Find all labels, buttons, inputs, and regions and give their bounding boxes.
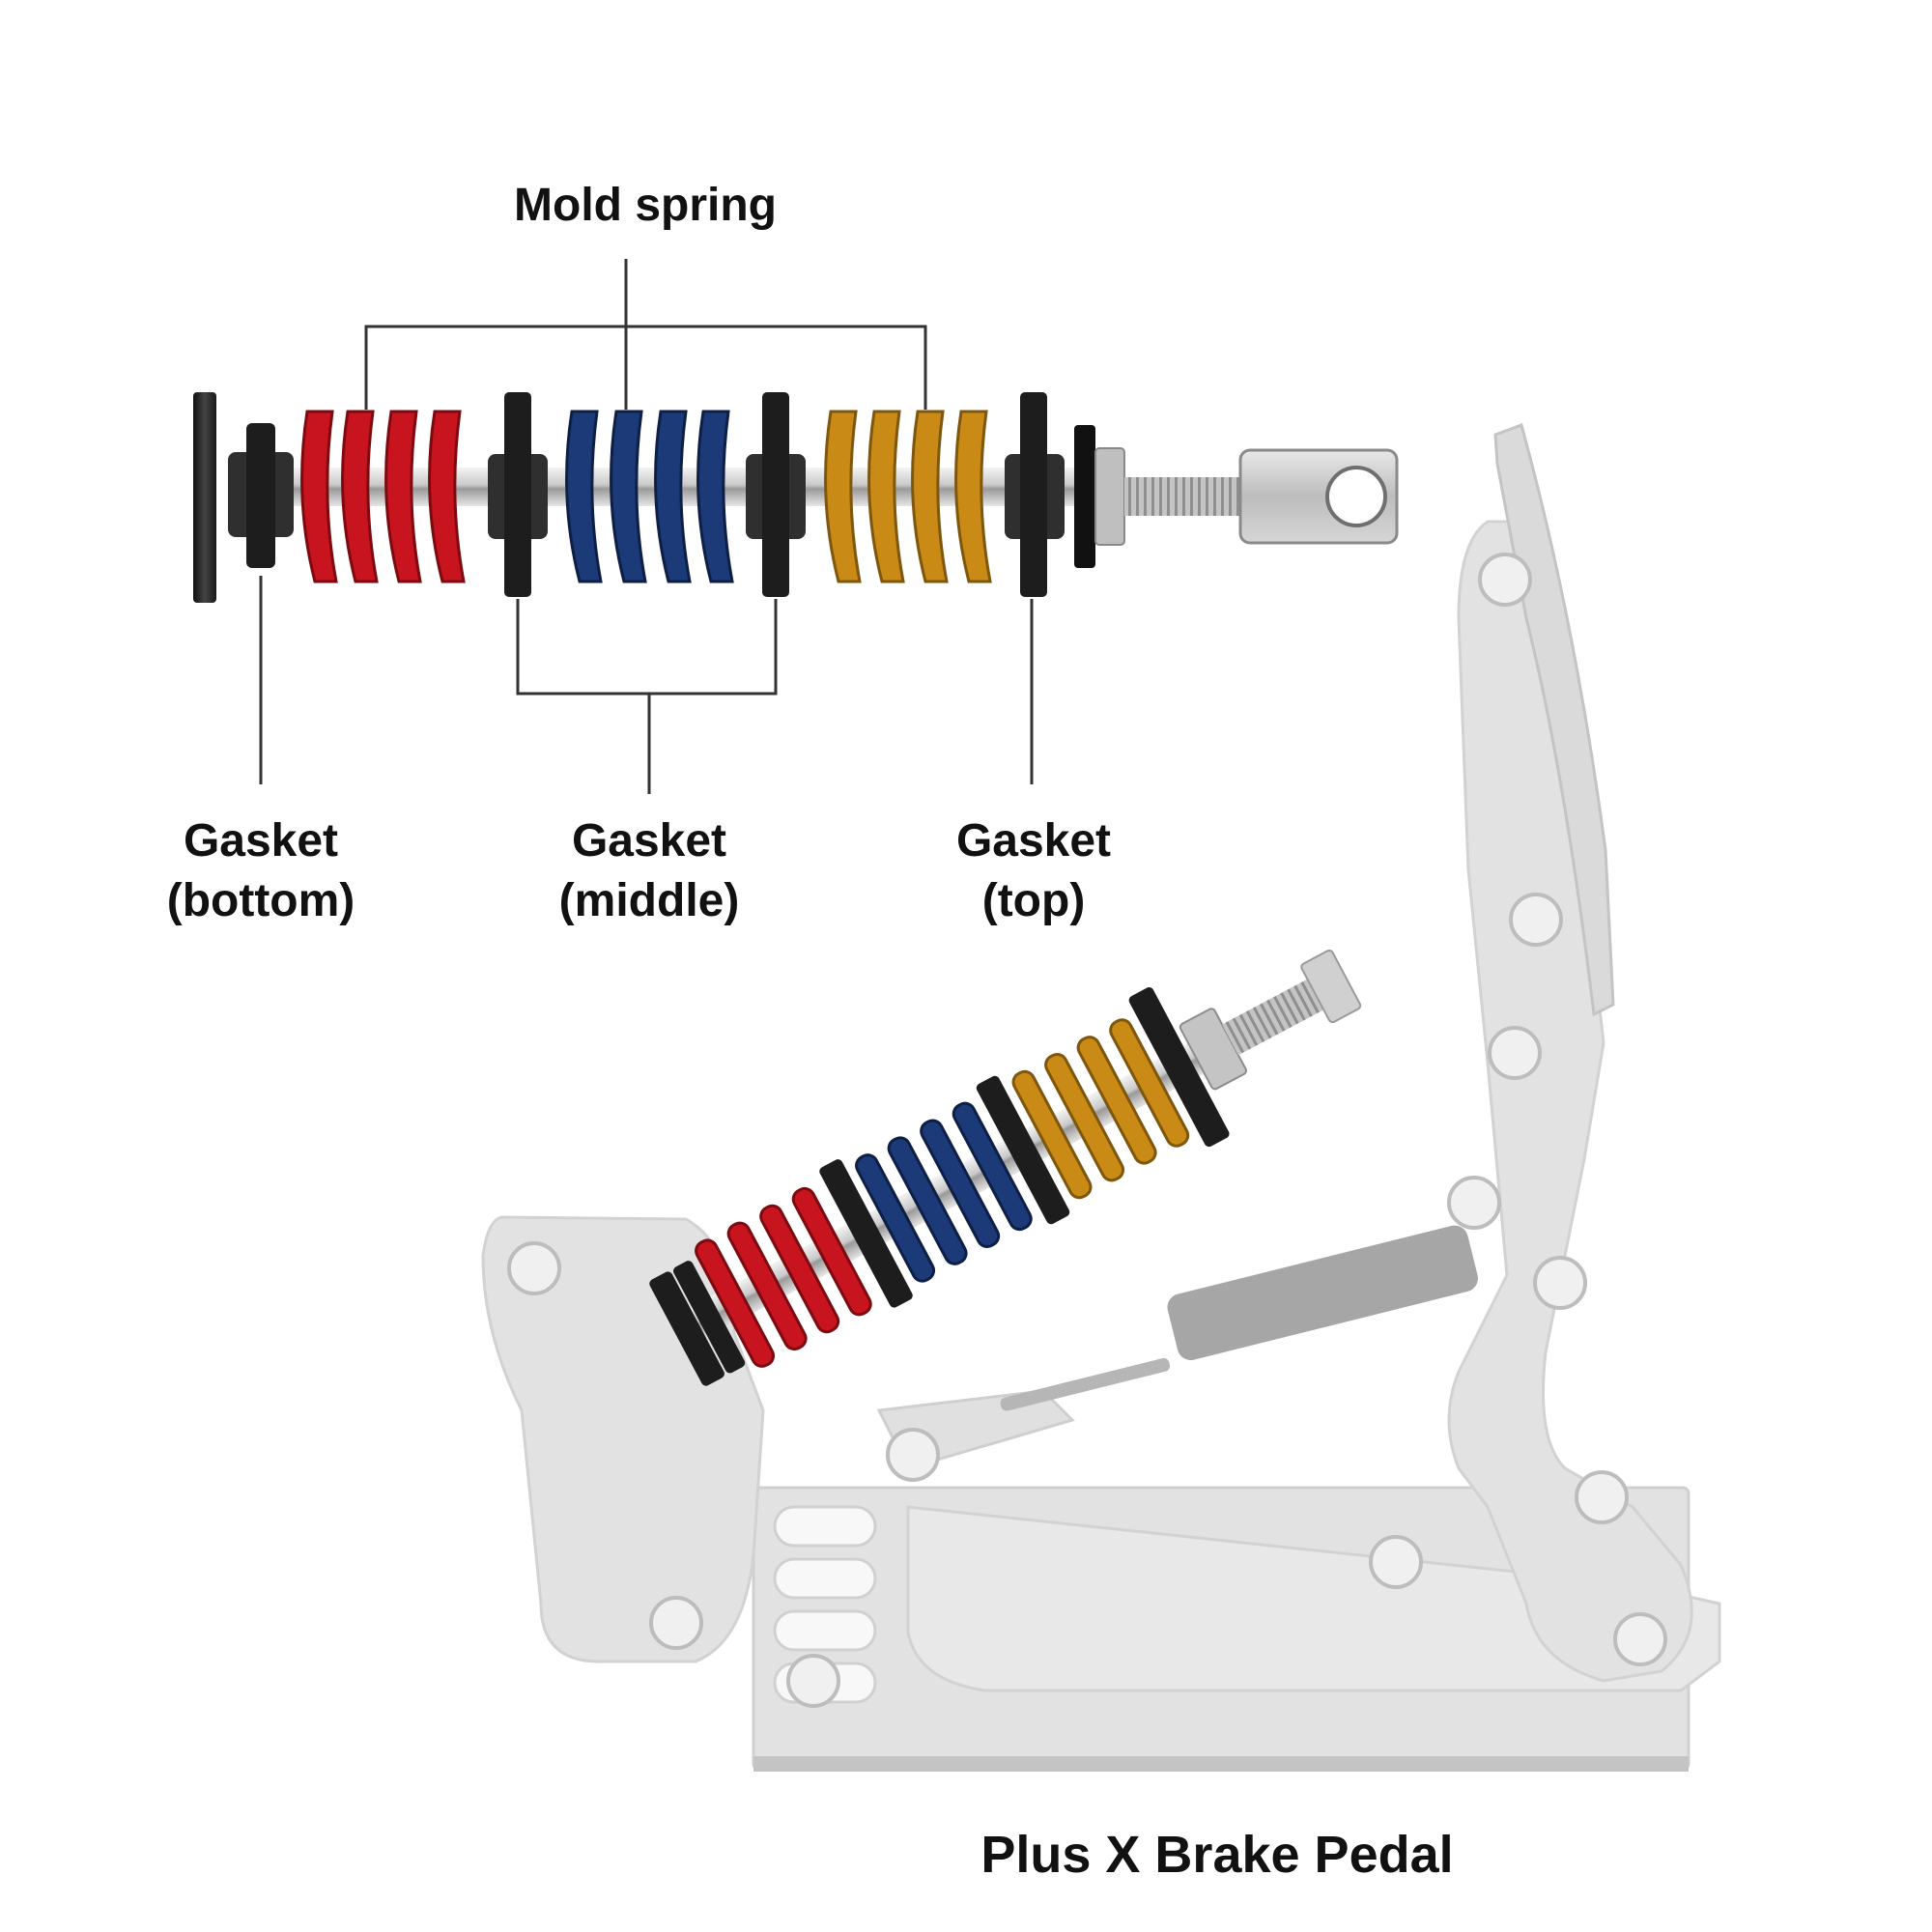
installed-spring-stack [649,949,1362,1386]
gasket-top-part [1005,392,1065,597]
washer [1074,425,1095,568]
nut [1094,447,1125,546]
gasket-bottom-part [228,423,294,568]
gasket-top-line1: Gasket [955,815,1112,867]
mold-spring-label: Mold spring [514,180,777,231]
brake-pedal-assembly [481,423,1721,1772]
base-panel [906,1505,1721,1692]
gasket-bottom-line2: (bottom) [166,875,355,926]
exploded-assembly [193,392,1399,603]
gasket-middle-line2: (middle) [558,875,740,926]
blue-spring [565,410,734,583]
gold-spring [824,410,992,583]
pivot-holes [507,553,1667,1708]
end-plate [193,392,216,603]
gasket-middle-bracket [516,599,778,696]
gasket-top-line2: (top) [981,875,1086,926]
gasket-middle-part-2 [746,392,806,597]
base-plate-edge [753,1756,1689,1772]
gasket-bottom-line1: Gasket [183,815,339,867]
gasket-middle-part-1 [488,392,548,597]
threaded-rod [1124,477,1244,516]
gasket-top-label: Gasket (top) [889,811,1179,931]
leader-lines [259,259,1034,794]
mold-spring-bracket [364,325,927,410]
product-title: Plus X Brake Pedal [980,1826,1454,1884]
red-spring [300,410,466,583]
damper [1000,1225,1478,1411]
clevis [1238,448,1399,545]
gasket-middle-line1: Gasket [571,815,727,867]
gasket-bottom-label: Gasket (bottom) [116,811,406,931]
gasket-middle-label: Gasket (middle) [504,811,794,931]
